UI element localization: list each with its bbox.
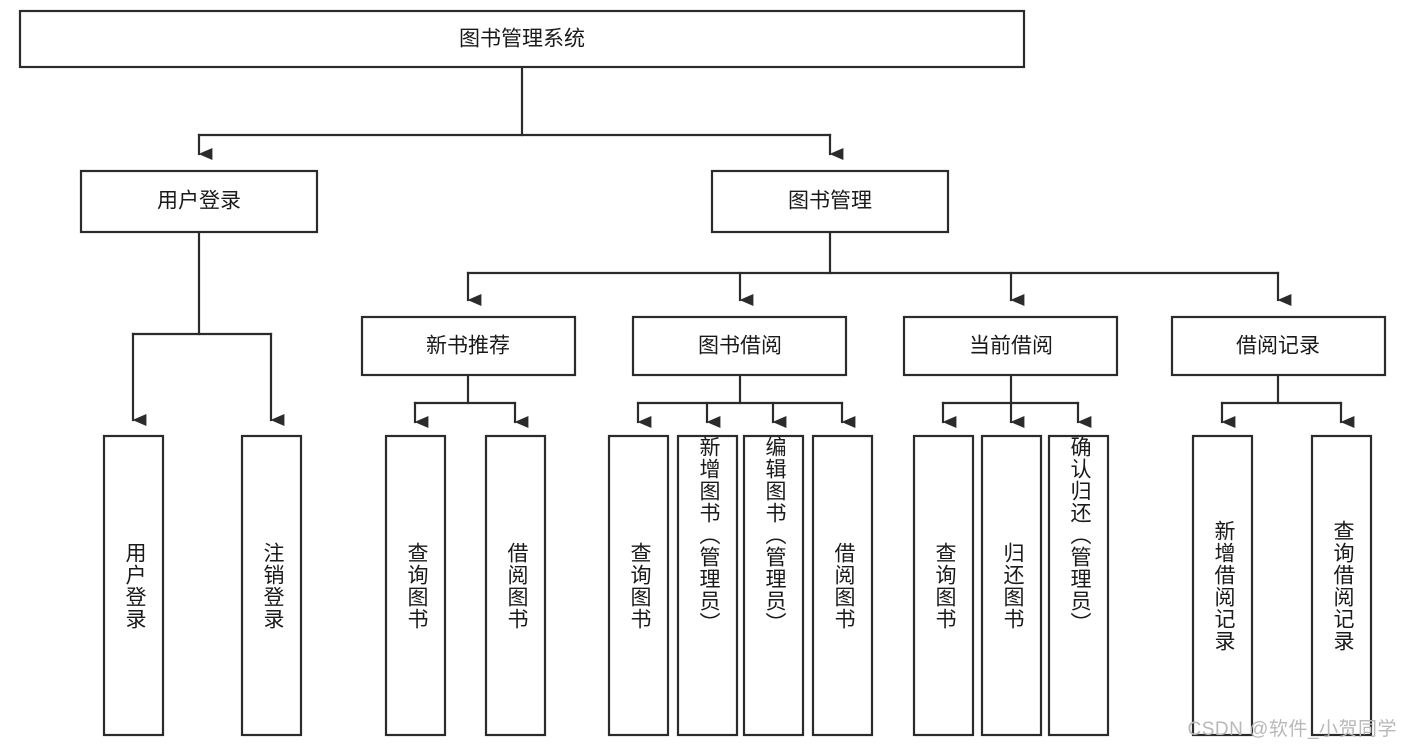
- node-borrow-record[interactable]: 借阅记录: [1170, 315, 1387, 377]
- leaf-box-query-record[interactable]: [1310, 434, 1373, 737]
- watermark: CSDN @软件_小贺同学: [1187, 719, 1397, 740]
- leaf-box-borrow-book-2[interactable]: [811, 434, 874, 737]
- leaf-box-query-book-3[interactable]: [912, 434, 975, 737]
- node-current-borrow[interactable]: 当前借阅: [902, 315, 1119, 377]
- node-new-book-rec[interactable]: 新书推荐: [360, 315, 577, 377]
- node-root-label: 图书管理系统: [459, 28, 585, 51]
- node-book-borrow-label: 图书借阅: [698, 335, 782, 358]
- node-book-manage[interactable]: 图书管理: [710, 169, 950, 234]
- leaf-boxes: [102, 434, 1373, 737]
- node-root[interactable]: 图书管理系统: [18, 9, 1026, 69]
- node-book-borrow[interactable]: 图书借阅: [631, 315, 848, 377]
- leaf-box-user-login[interactable]: [102, 434, 165, 737]
- leaf-box-add-record[interactable]: [1191, 434, 1254, 737]
- node-current-borrow-label: 当前借阅: [969, 335, 1053, 358]
- leaf-box-query-book-2[interactable]: [607, 434, 670, 737]
- node-book-manage-label: 图书管理: [788, 190, 872, 213]
- leaf-box-add-book[interactable]: [676, 434, 739, 737]
- leaf-box-query-book-1[interactable]: [384, 434, 447, 737]
- leaf-box-confirm-return[interactable]: [1047, 434, 1110, 737]
- node-user-login-label: 用户登录: [157, 190, 241, 213]
- node-user-login[interactable]: 用户登录: [79, 169, 319, 234]
- leaf-box-logout-login[interactable]: [240, 434, 303, 737]
- connector-group: [131, 65, 1355, 428]
- node-borrow-record-label: 借阅记录: [1236, 335, 1320, 358]
- leaf-box-borrow-book-1[interactable]: [484, 434, 547, 737]
- leaf-box-edit-book[interactable]: [742, 434, 805, 737]
- node-new-book-rec-label: 新书推荐: [426, 335, 510, 358]
- leaf-box-return-book[interactable]: [980, 434, 1043, 737]
